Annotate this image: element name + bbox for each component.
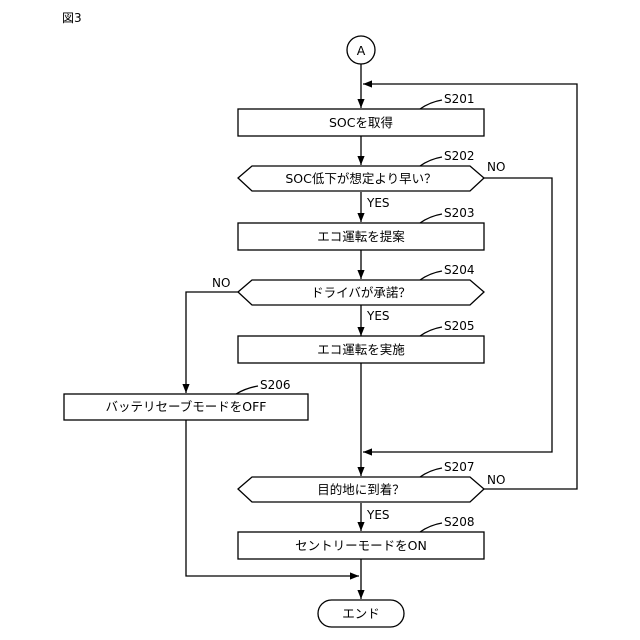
step-s203-id: S203	[444, 206, 475, 220]
decision-s207-leader	[420, 468, 442, 477]
decision-s204-text: ドライバが承諾？	[311, 285, 411, 300]
step-s208-leader	[420, 523, 442, 532]
decision-s207: 目的地に到着？ S207 YES NO	[238, 460, 505, 522]
terminal-end: エンド	[318, 600, 404, 627]
decision-s202-yes: YES	[366, 196, 390, 210]
step-s201-id: S201	[444, 92, 475, 106]
decision-s204: ドライバが承諾？ S204 YES NO	[212, 263, 484, 323]
decision-s204-id: S204	[444, 263, 475, 277]
step-s201-leader	[420, 100, 442, 109]
decision-s204-leader	[420, 271, 442, 280]
step-s208-text: セントリーモードをON	[295, 538, 427, 553]
step-s208-id: S208	[444, 515, 475, 529]
step-s201-text: SOCを取得	[329, 115, 393, 130]
decision-s202-text: SOC低下が想定より早い？	[285, 171, 436, 186]
decision-s202: SOC低下が想定より早い？ S202 YES NO	[238, 149, 505, 210]
step-s205-id: S205	[444, 319, 475, 333]
step-s206-leader	[236, 386, 258, 394]
decision-s207-no: NO	[487, 473, 505, 487]
figure-label: 図3	[62, 11, 82, 25]
terminal-end-text: エンド	[342, 606, 380, 621]
step-s206-text: バッテリセーブモードをOFF	[106, 399, 267, 414]
connector-a: A	[347, 36, 375, 64]
step-s203-leader	[420, 214, 442, 223]
step-s203-text: エコ運転を提案	[317, 229, 405, 244]
decision-s202-id: S202	[444, 149, 475, 163]
decision-s204-no: NO	[212, 276, 230, 290]
connector-a-label: A	[357, 43, 366, 58]
step-s205-leader	[420, 327, 442, 336]
decision-s207-id: S207	[444, 460, 475, 474]
arrow-s204-no	[186, 292, 238, 393]
decision-s207-text: 目的地に到着？	[317, 482, 405, 497]
step-s205-text: エコ運転を実施	[317, 342, 405, 357]
decision-s202-no: NO	[487, 160, 505, 174]
decision-s204-yes: YES	[366, 309, 390, 323]
decision-s207-yes: YES	[366, 508, 390, 522]
step-s206-id: S206	[260, 378, 291, 392]
decision-s202-leader	[420, 157, 442, 166]
